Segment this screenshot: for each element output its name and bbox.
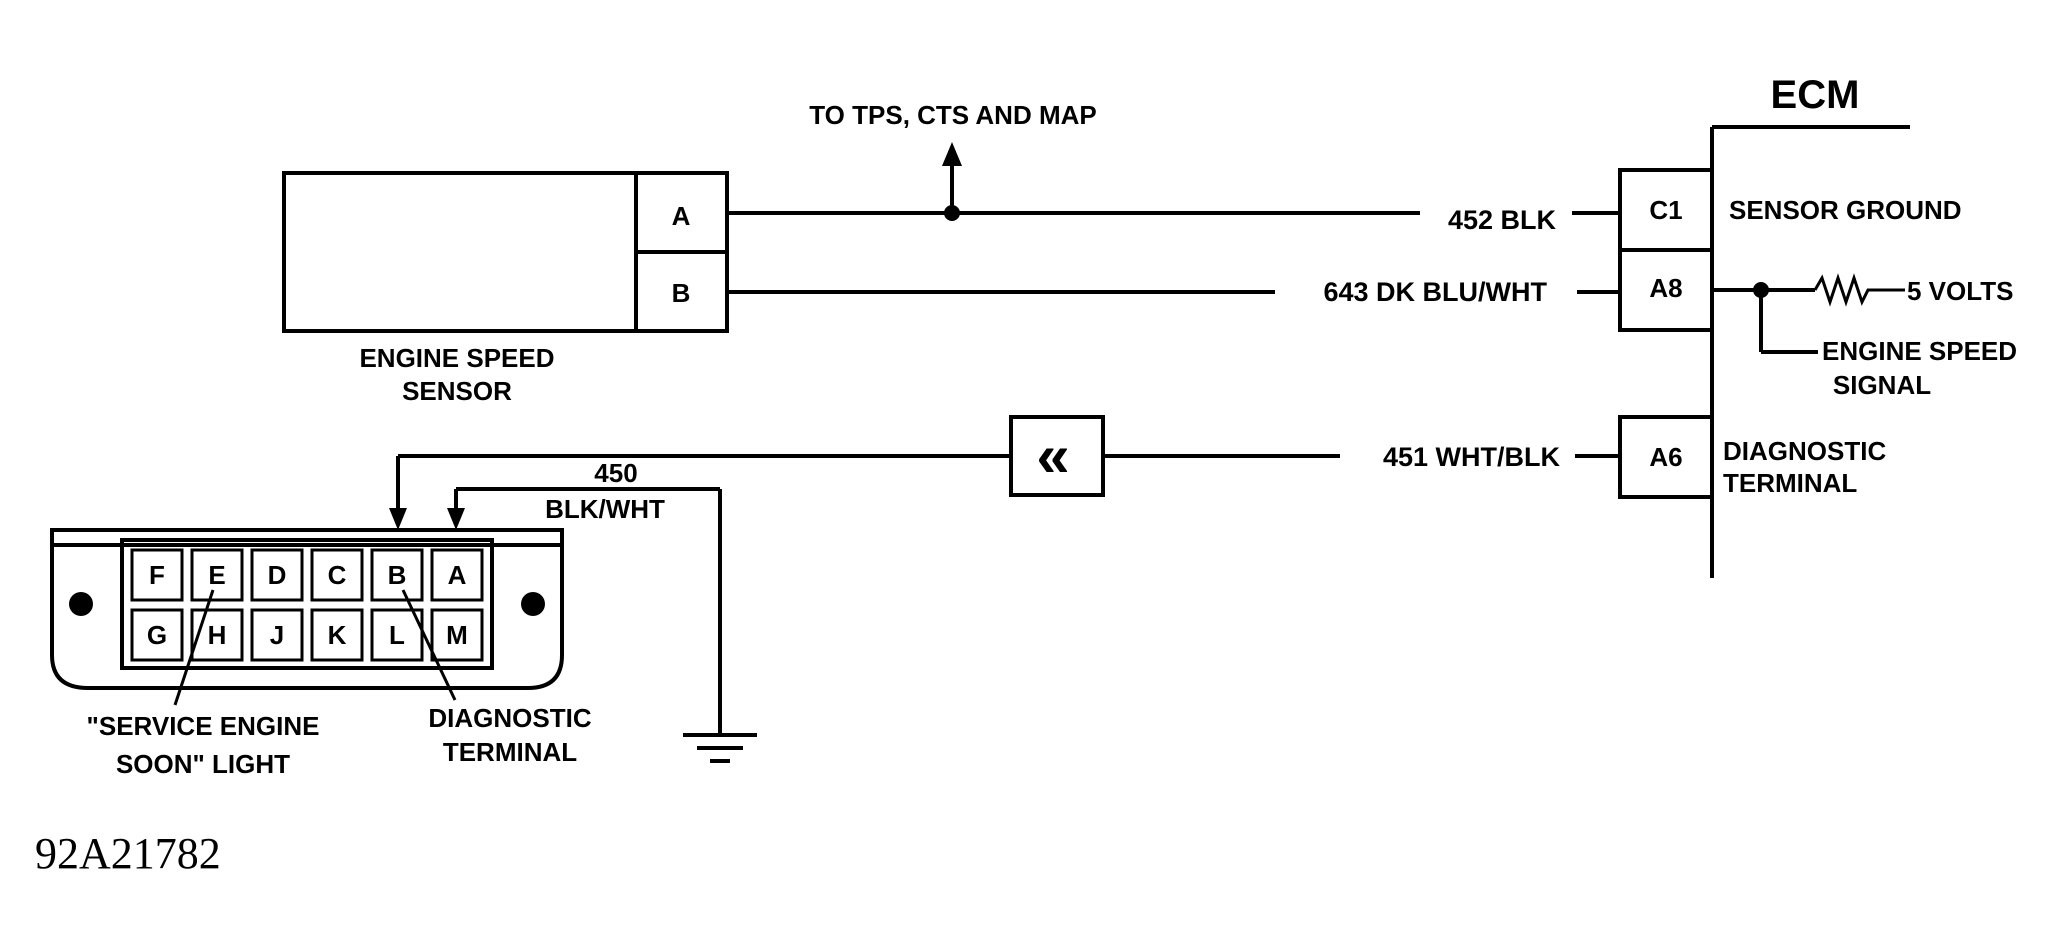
aldl-pin-m: M [446,620,468,650]
aldl-pin-boxes [130,548,484,662]
sensor-label-line2: SENSOR [402,376,512,406]
wire-643: 643 DK BLU/WHT [727,277,1620,307]
figure-id: 92A21782 [35,829,221,878]
five-volts-label: 5 VOLTS [1907,276,2013,306]
diag-leader-line [401,589,457,701]
wire-450: 450 BLK/WHT [447,458,757,763]
wire-452-blk: TO TPS, CTS AND MAP 452 BLK [727,100,1620,235]
wire-451-label: 451 WHT/BLK [1383,442,1561,472]
aldl-pin-k: K [328,620,347,650]
mount-hole-left [69,592,93,616]
resistor-icon [1813,273,1905,307]
aldl-pin-g: G [147,620,167,650]
aldl-pin-e: E [208,560,225,590]
arrow-down-icon [447,508,465,530]
wire-451: 451 WHT/BLK « [389,415,1620,530]
aldl-diag-terminal-line1: DIAGNOSTIC [428,703,591,733]
ecm-pin-c1: C1 [1649,195,1682,225]
to-tps-label: TO TPS, CTS AND MAP [809,100,1096,130]
sensor-pin-a: A [672,201,691,231]
ses-light-line2: SOON" LIGHT [116,749,290,779]
wire-450-num: 450 [594,458,637,488]
sensor-label-line1: ENGINE SPEED [359,343,554,373]
ecm-pin-a8: A8 [1649,273,1682,303]
wire-643-label: 643 DK BLU/WHT [1323,277,1547,307]
wire-450-color: BLK/WHT [545,494,665,524]
arrow-down-icon [389,508,407,530]
ecm-diag-terminal-line1: DIAGNOSTIC [1723,436,1886,466]
aldl-pin-h: H [208,620,227,650]
aldl-diag-terminal-line2: TERMINAL [443,737,577,767]
ground-icon [683,733,757,763]
inline-connector-symbol: « [1036,422,1069,489]
ecm-pin-a6: A6 [1649,442,1682,472]
aldl-pin-f: F [149,560,165,590]
sensor-ground-label: SENSOR GROUND [1729,195,1962,225]
ecm: ECM C1 A8 A6 SENSOR GROUND 5 VOLTS ENGIN… [1618,73,2017,578]
aldl-pin-c: C [328,560,347,590]
wire-452-label: 452 BLK [1448,205,1557,235]
arrow-up-icon [942,142,962,166]
aldl-pin-frame [120,538,494,670]
aldl-pin-b: B [388,560,407,590]
ecm-title: ECM [1771,73,1860,117]
ses-light-line1: "SERVICE ENGINE [87,711,320,741]
aldl-pin-l: L [389,620,405,650]
mount-hole-right [521,592,545,616]
engine-speed-signal-line1: ENGINE SPEED [1822,336,2017,366]
aldl-housing [50,528,564,690]
sensor-pin-b: B [672,278,691,308]
ses-leader-line [173,589,215,706]
aldl-pin-d: D [268,560,287,590]
aldl-pin-j: J [270,620,284,650]
aldl-pin-a: A [448,560,467,590]
engine-speed-sensor: A B ENGINE SPEED SENSOR [282,171,729,406]
aldl-connector: F E D C B A G H J K L M "SERVICE ENGINE … [50,528,592,779]
engine-speed-signal-line2: SIGNAL [1833,370,1931,400]
ecm-diag-terminal-line2: TERMINAL [1723,468,1857,498]
